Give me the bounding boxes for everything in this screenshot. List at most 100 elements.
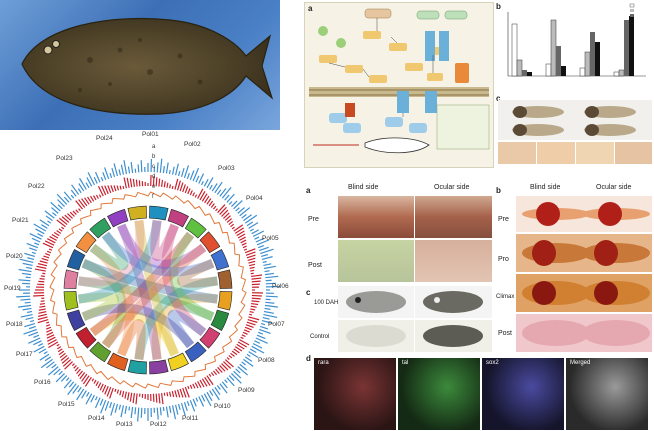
larvae-micrographs: c [496, 94, 654, 166]
blue-track-tick [249, 228, 254, 232]
red-track-tick [53, 232, 60, 237]
chromosome-label: Pol05 [262, 235, 279, 242]
chromosome-label: Pol10 [214, 403, 231, 410]
synteny-ribbon [81, 259, 218, 304]
chromosome-label: Pol19 [4, 285, 21, 292]
red-track-tick [71, 363, 75, 367]
red-track-tick [57, 348, 63, 353]
image-tal: tal [398, 358, 480, 430]
blue-track-tick [140, 160, 143, 173]
blue-track-tick [76, 388, 85, 401]
red-track-tick [245, 251, 256, 256]
blue-track-tick [44, 210, 55, 219]
blue-track-tick [47, 366, 59, 376]
chromosome-label: Pol01 [142, 131, 159, 138]
blue-track-tick [57, 199, 65, 207]
blue-track-tick [33, 340, 42, 346]
red-track-tick [34, 268, 46, 272]
synteny-ribbon [89, 243, 135, 357]
blue-track-tick [209, 390, 214, 397]
red-track-tick [37, 313, 48, 317]
red-track-tick [74, 366, 79, 372]
blue-track-tick [22, 307, 32, 311]
channel-label: rara [318, 360, 329, 366]
red-track-tick [194, 382, 199, 389]
blue-track-tick [255, 337, 268, 344]
blue-track-tick [251, 345, 265, 354]
red-track-tick [236, 343, 245, 350]
row-label-post: Post [308, 262, 323, 269]
blue-track-tick [137, 407, 140, 422]
chromosome-segment [210, 309, 230, 331]
red-track-tick [47, 339, 57, 345]
red-track-tick [248, 263, 256, 267]
blue-track-tick [156, 162, 159, 173]
red-track-tick [36, 265, 47, 269]
blue-track-tick [20, 298, 31, 301]
red-track-tick [46, 326, 52, 330]
blue-track-tick [70, 194, 75, 199]
blue-track-tick [120, 405, 125, 418]
skin-section-panel: a Blind side Ocular side Pre Post [304, 180, 494, 284]
blue-track-tick [174, 404, 179, 415]
red-track-tick [114, 388, 117, 392]
chromosome-segment [63, 291, 79, 311]
blue-track-tick [60, 375, 68, 382]
red-track-tick [233, 348, 240, 354]
red-track-tick [39, 302, 45, 305]
red-track-tick [59, 352, 66, 359]
blue-track-tick [186, 401, 190, 407]
image-100dah-ocular [415, 286, 492, 318]
red-track-tick [248, 316, 260, 321]
blue-track-tick [156, 407, 159, 420]
blue-track-tick [233, 370, 242, 379]
red-track-tick [230, 352, 235, 357]
red-track-tick [132, 178, 136, 187]
blue-track-tick [114, 403, 119, 413]
blue-track-tick [33, 223, 47, 232]
red-track-tick [49, 236, 57, 241]
red-track-tick [242, 245, 247, 249]
blue-track-tick [252, 230, 265, 237]
blue-track-tick [162, 406, 165, 412]
blue-track-tick [192, 167, 200, 182]
blue-track-tick [221, 187, 232, 199]
red-track-tick [247, 257, 256, 262]
red-track-tick [237, 341, 248, 348]
blue-track-tick [263, 265, 276, 270]
blue-track-tick [77, 188, 82, 194]
track-letter: b [152, 154, 156, 160]
chromosome-label: Pol16 [34, 379, 51, 386]
tissue-thumb-4 [615, 142, 652, 164]
blue-track-tick [77, 386, 82, 393]
red-track-tick [40, 275, 45, 278]
blue-track-tick [85, 182, 90, 189]
blue-track-tick [237, 207, 245, 214]
red-track-tick [78, 208, 81, 212]
red-track-tick [61, 357, 70, 364]
blue-track-tick [228, 375, 235, 382]
red-track-tick [75, 209, 79, 214]
blue-track-tick [124, 405, 128, 414]
col-label-ocular: Ocular side [434, 184, 470, 191]
blue-track-tick [79, 177, 87, 190]
blue-track-tick [209, 184, 213, 190]
blue-track-tick [25, 276, 31, 279]
red-track-tick [98, 194, 102, 198]
blue-track-tick [33, 334, 40, 339]
red-track-tick [208, 373, 212, 377]
red-track-tick [39, 278, 45, 280]
whole-larva-panel: c 100 DAH Control [304, 284, 494, 354]
blue-track-tick [28, 331, 39, 337]
blue-track-tick [70, 189, 77, 197]
blue-track-tick [85, 391, 90, 397]
red-track-tick [135, 179, 138, 187]
red-track-tick [46, 334, 55, 339]
chromosome-label: Pol07 [268, 321, 285, 328]
chromosome-segment [127, 359, 147, 375]
blue-track-tick [111, 168, 116, 178]
red-track-tick [184, 186, 189, 194]
blue-track-tick [65, 377, 70, 382]
blue-track-tick [259, 246, 269, 252]
image-pro [516, 234, 652, 272]
